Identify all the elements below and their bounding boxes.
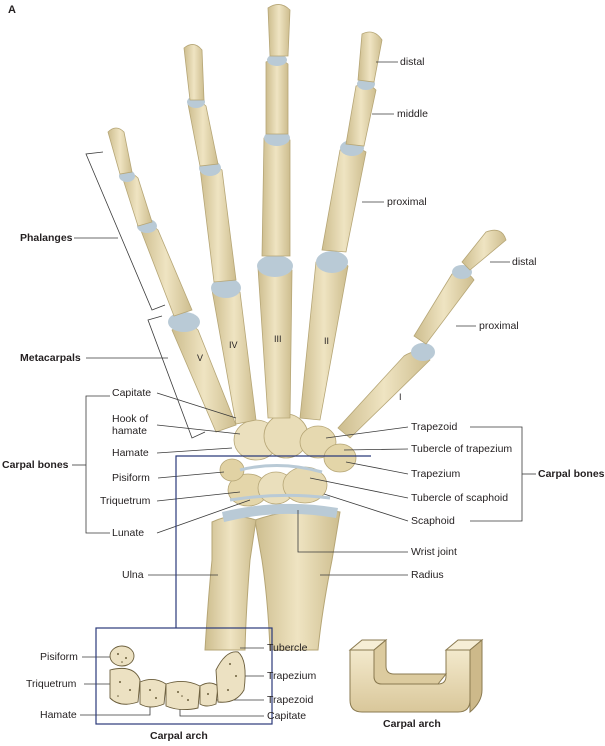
label-proximal: proximal [387, 196, 427, 208]
section-pisiform [109, 645, 135, 667]
numeral-iii: III [274, 334, 282, 344]
metacarpal-heads-cartilage [168, 251, 435, 361]
label-pisiform: Pisiform [112, 472, 150, 484]
metacarpals [171, 258, 431, 439]
label-hamate: Hamate [112, 447, 149, 459]
section-label-trapezoid: Trapezoid [267, 694, 314, 706]
section-trapezoid [199, 682, 219, 707]
section-label-pisiform: Pisiform [40, 651, 78, 663]
section-frame [95, 455, 371, 725]
numeral-ii: II [324, 336, 330, 346]
numeral-v: V [197, 353, 204, 363]
section-capitate [165, 681, 201, 711]
leader-lines [72, 61, 536, 717]
label-scaphoid: Scaphoid [411, 515, 455, 527]
bone-texture-dots [117, 653, 237, 701]
section-trapezium [215, 651, 246, 703]
label-trapezium: Trapezium [411, 468, 461, 480]
dip-cartilage [119, 54, 375, 182]
carpal-arch-model [348, 638, 484, 714]
label-triquetrum: Triquetrum [100, 495, 151, 507]
label-thumb-distal: distal [512, 256, 537, 268]
label-thumb-proximal: proximal [479, 320, 519, 332]
label-tubercle-of-scaphoid: Tubercle of scaphoid [411, 492, 509, 504]
section-triquetrum [109, 667, 141, 705]
label-lunate: Lunate [112, 527, 145, 539]
label-trapezoid: Trapezoid [411, 421, 458, 433]
label-distal: distal [400, 56, 425, 68]
ulna-bone [204, 516, 257, 651]
label-wrist-joint: Wrist joint [411, 546, 457, 558]
label-tubercle-of-trapezium: Tubercle of trapezium [411, 443, 513, 455]
section-label-hamate: Hamate [40, 709, 77, 721]
carpal-cluster [219, 413, 357, 507]
group-carpal-bones-right: Carpal bones [538, 468, 605, 480]
label-middle: middle [397, 108, 428, 120]
section-label-capitate: Capitate [267, 710, 307, 722]
radius-bone [254, 509, 341, 651]
numeral-iv: IV [229, 340, 238, 350]
label-radius: Radius [411, 569, 444, 581]
proximal-phalanges [139, 135, 475, 345]
label-ulna: Ulna [122, 569, 144, 581]
numeral-i: I [399, 392, 402, 402]
section-label-triquetrum: Triquetrum [26, 678, 77, 690]
carpal-arch-section [109, 645, 246, 711]
label-hook-of-hamate: Hook of hamate [112, 413, 149, 437]
distal-phalanges [107, 4, 507, 271]
panel-letter: A [8, 4, 16, 16]
section-label-trapezium: Trapezium [267, 670, 317, 682]
group-phalanges: Phalanges [20, 232, 73, 244]
group-metacarpals: Metacarpals [20, 352, 81, 364]
section-hamate [139, 679, 167, 708]
group-carpal-bones-left: Carpal bones [2, 459, 69, 471]
section-label-tubercle: Tubercle [267, 642, 308, 654]
label-capitate: Capitate [112, 387, 152, 399]
wrist-cartilage [222, 503, 338, 522]
arch-model-caption: Carpal arch [383, 718, 441, 730]
section-caption: Carpal arch [150, 730, 208, 742]
